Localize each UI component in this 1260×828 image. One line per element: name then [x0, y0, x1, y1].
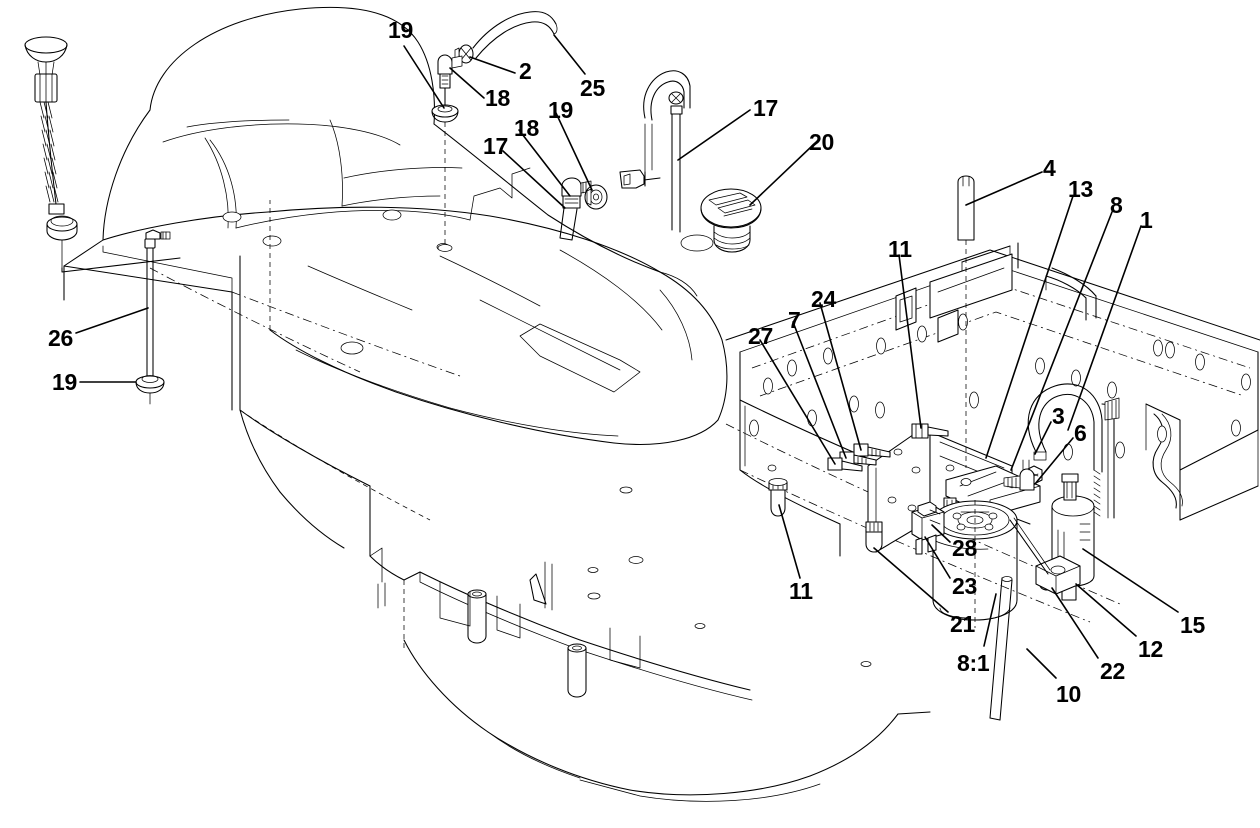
- callout-label-12: 12: [1138, 636, 1163, 662]
- standpipe-4: [957, 175, 975, 468]
- callout-label-25: 25: [580, 75, 605, 101]
- callout-leader-lines: [75, 34, 1179, 679]
- leader-line-7: [792, 321, 847, 459]
- leader-line-24: [819, 302, 862, 451]
- leader-line-10: [1026, 648, 1057, 679]
- leader-line-25: [553, 34, 586, 75]
- callout-label-18: 18: [485, 85, 510, 111]
- bracket-bolt-7: [839, 451, 877, 466]
- leader-line-22: [1051, 587, 1099, 659]
- callout-label-20: 20: [809, 129, 834, 155]
- leader-line-17: [677, 109, 751, 161]
- frame-chassis: [725, 242, 1260, 623]
- callout-label-18: 18: [514, 115, 539, 141]
- callout-label-15: 15: [1180, 612, 1205, 638]
- fuel-tank-body: [63, 6, 728, 549]
- callout-label-1: 1: [1140, 207, 1153, 233]
- hose-clamp-2: [454, 44, 474, 64]
- callout-label-6: 6: [1074, 420, 1087, 446]
- relay-switch-23: [911, 501, 945, 555]
- leader-line-11: [898, 254, 922, 429]
- dipstick-assembly: [24, 36, 181, 273]
- callout-label-19: 19: [52, 369, 77, 395]
- callout-label-19: 19: [388, 17, 413, 43]
- callout-label-19: 19: [548, 97, 573, 123]
- callout-label-27: 27: [748, 323, 773, 349]
- callout-label-8-1: 8:1: [957, 650, 990, 676]
- elbow-fitting-18-upper: [437, 54, 463, 89]
- callout-label-22: 22: [1100, 658, 1125, 684]
- leader-line-6: [1034, 437, 1074, 485]
- leader-line-18: [518, 129, 571, 197]
- deck-post-1: [467, 589, 487, 644]
- leader-line-13: [985, 195, 1074, 459]
- pickup-tube-17-center: [559, 177, 608, 241]
- leader-line-12: [1075, 583, 1137, 637]
- leader-line-27: [759, 339, 836, 465]
- callout-label-10: 10: [1056, 681, 1081, 707]
- callout-label-2: 2: [519, 58, 532, 84]
- hose-clamp-right: [668, 91, 684, 105]
- grommet-19-upper: [431, 104, 459, 123]
- leader-line-28: [931, 524, 951, 543]
- callout-label-11: 11: [789, 578, 813, 604]
- deck-post-2: [567, 643, 587, 698]
- leader-line-1: [1067, 225, 1142, 431]
- leader-line-18: [449, 67, 485, 99]
- fuel-cap-20: [700, 188, 762, 253]
- leader-line-23: [924, 536, 951, 579]
- callout-label-8: 8: [1110, 192, 1123, 218]
- footrest-deck: [63, 245, 931, 802]
- callout-label-23: 23: [952, 573, 977, 599]
- stud-fastener-21: [865, 521, 883, 553]
- leader-line-11: [778, 504, 801, 579]
- leader-line-17: [502, 150, 566, 209]
- leader-line-3: [1034, 421, 1052, 455]
- leader-line-26: [75, 307, 149, 334]
- pickup-tube-17-right: [619, 70, 691, 233]
- carriage-bolt-11a: [911, 423, 949, 439]
- callout-label-17: 17: [753, 95, 778, 121]
- fuel-hose-25: [431, 11, 558, 252]
- callout-label-17: 17: [483, 133, 508, 159]
- callout-label-4: 4: [1043, 155, 1056, 181]
- callout-label-26: 26: [48, 325, 73, 351]
- callout-label-28: 28: [952, 535, 977, 561]
- leader-line-2: [469, 56, 516, 74]
- leader-line-20: [749, 145, 813, 206]
- callout-label-7: 7: [788, 307, 801, 333]
- return-line-10: [989, 576, 1013, 721]
- callout-label-3: 3: [1052, 403, 1065, 429]
- callout-label-13: 13: [1068, 176, 1093, 202]
- callout-label-11: 11: [888, 236, 912, 262]
- leader-line-8-1: [983, 593, 997, 647]
- leader-line-4: [965, 171, 1043, 206]
- leader-line-8: [1010, 211, 1113, 471]
- callout-label-24: 24: [811, 286, 836, 312]
- leader-line-19: [403, 45, 445, 109]
- grommet-19-center: [584, 184, 608, 210]
- leader-line-19: [555, 112, 593, 191]
- leader-line-15: [1082, 548, 1179, 613]
- gauge-tube-assembly: [135, 229, 171, 405]
- fuel-filter-8: [932, 500, 1018, 628]
- leader-line-21: [873, 547, 949, 613]
- callout-label-21: 21: [950, 611, 975, 637]
- fuel-pump-15: [1009, 473, 1095, 601]
- carriage-bolt-11b: [768, 478, 788, 517]
